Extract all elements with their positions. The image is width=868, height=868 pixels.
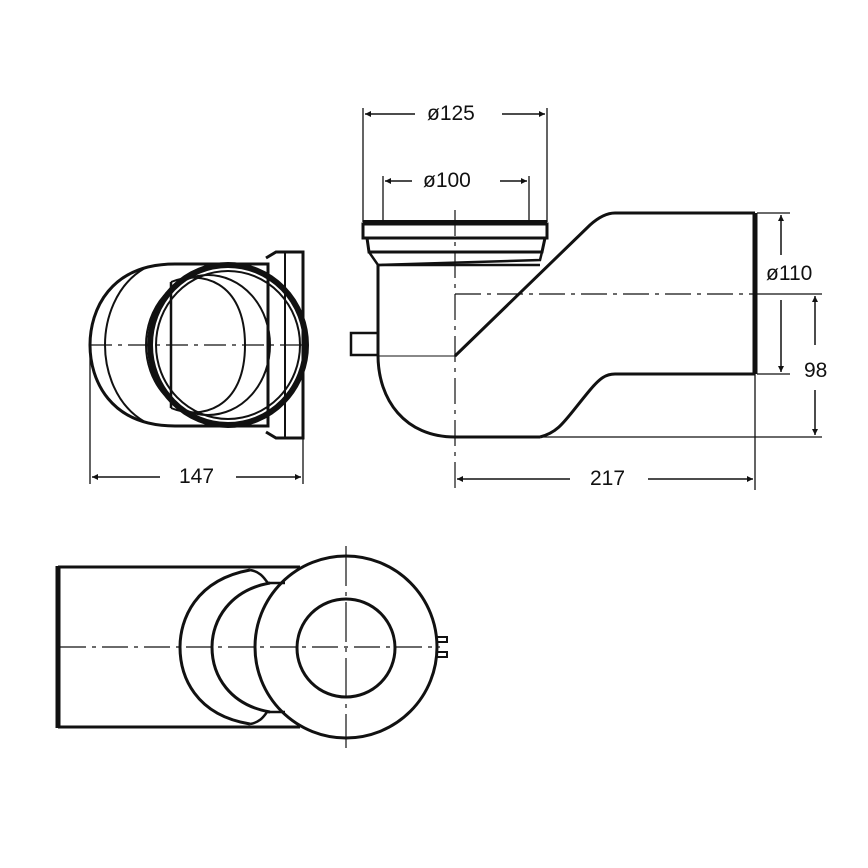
dim-top-inner-diameter: ø100 (420, 170, 474, 191)
dim-front-length: 217 (587, 468, 629, 489)
side-view (88, 250, 309, 484)
top-view (55, 546, 448, 748)
front-view (349, 108, 822, 490)
dim-outlet-height: 98 (801, 360, 831, 381)
dim-side-width: 147 (176, 466, 218, 487)
dim-top-outer-diameter: ø125 (424, 103, 478, 124)
dim-outlet-diameter: ø110 (765, 262, 814, 285)
